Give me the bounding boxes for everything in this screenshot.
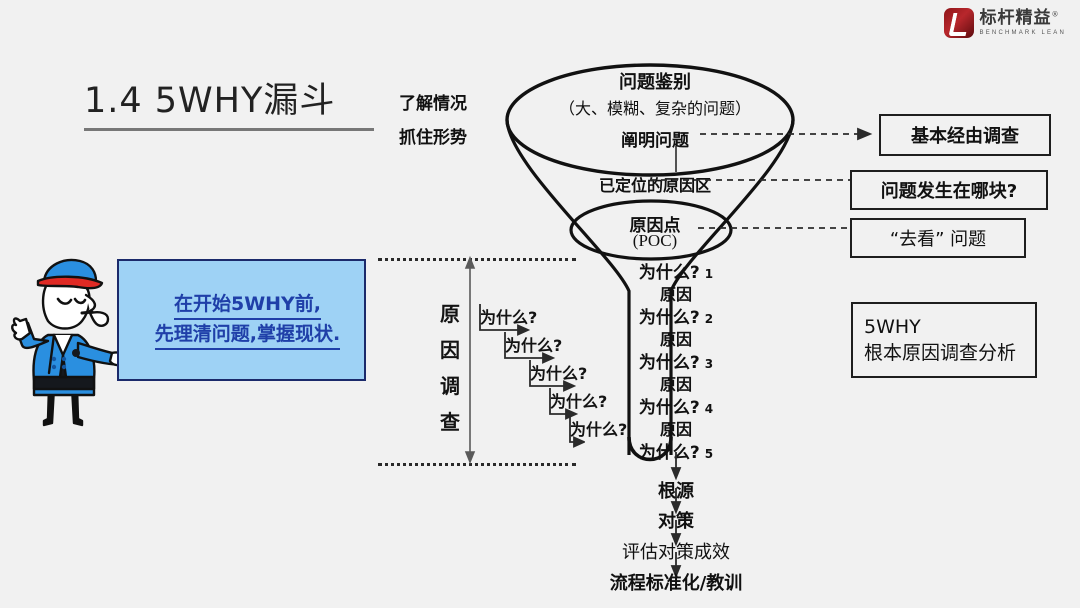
logo-wordmark: 标杆精益® BENCHMARK LEAN [979,8,1066,37]
funnel-why-label-3: 为什么? [638,353,700,373]
stair-why-3: 为什么? [530,364,588,383]
blue-callout-line1: 在开始5WHY前, [173,290,322,320]
funnel-poc-line1: 原因点 [629,216,681,236]
funnel-cause-row-2: 原因 [596,326,756,349]
clarify-connector [675,146,677,172]
detective-illustration [8,255,126,430]
funnel-top-subtitle: （大、模糊、复杂的问题） [558,99,751,118]
right-box-go-see-label: “去看” 问题 [889,229,987,250]
logo-english-name: BENCHMARK LEAN [979,30,1066,36]
funnel-note-line1: 了解情况 [399,94,467,114]
fivewhy-box-line2: 根本原因调查分析 [864,341,1017,364]
funnel-cause-zone-label: 已定位的原因区 [598,176,711,195]
funnel-cause-label-4: 原因 [659,419,692,439]
title-underline [84,128,374,131]
funnel-why-label-5: 为什么? [638,443,700,463]
funnel-why-number-4: 4 [704,402,714,416]
logo-chinese-name: 标杆精益® [979,8,1060,28]
funnel-why-label-1: 为什么? [638,263,700,283]
funnel-cause-row-4: 原因 [596,416,756,439]
funnel-cause-row-3: 原因 [596,371,756,394]
cause-investigation-arrows [464,255,585,465]
stair-why-1: 为什么? [480,308,538,327]
cause-label-char-2: 调 [440,374,460,398]
funnel-to-box-connectors [650,127,873,235]
brand-logo: 标杆精益® BENCHMARK LEAN [943,8,1066,38]
funnel-top-title: 问题鉴别 [619,72,691,93]
funnel-why-number-2: 2 [704,312,714,326]
chain-root-cause: 根源 [658,481,694,502]
funnel-why-row-2: 为什么? 2 [596,303,756,328]
funnel-why-label-2: 为什么? [638,308,700,328]
right-box-basic-investigation[interactable]: 基本经由调查 [879,114,1051,156]
funnel-why-row-4: 为什么? 4 [596,393,756,418]
stair-why-2: 为什么? [505,336,563,355]
stair-why-4: 为什么? [550,392,608,411]
funnel-poc-line2: (POC) [632,231,678,250]
cause-label-char-0: 原 [440,302,460,326]
page-title: 1.4 5WHY漏斗 [84,81,336,121]
funnel-cause-label-1: 原因 [659,284,692,304]
dotted-divider-bottom [378,463,576,466]
funnel-why-row-1: 为什么? 1 [596,258,756,283]
funnel-why-row-3: 为什么? 3 [596,348,756,373]
chain-standardize: 流程标准化/教训 [609,573,743,594]
funnel-why-chain: 为什么? 1 原因 为什么? 2 原因 为什么? 3 原因 为什么? 4 原因 为什么?… [596,258,756,463]
right-box-where-occurred[interactable]: 问题发生在哪块? [850,170,1048,210]
blue-callout-text: 在开始5WHY前, 先理清问题,掌握现状. [125,290,370,350]
dotted-divider-top [378,258,576,261]
funnel-shape [505,63,795,462]
cause-label-char-1: 因 [440,338,460,362]
right-box-basic-investigation-label: 基本经由调查 [911,126,1019,147]
funnel-why-number-3: 3 [704,357,714,371]
funnel-why-number-5: 5 [704,447,714,461]
funnel-cause-row-1: 原因 [596,281,756,304]
cause-investigation-label: 原 因 调 查 [437,296,463,440]
bottom-chain-arrows [670,452,682,579]
funnel-why-row-5: 为什么? 5 [596,438,756,463]
chain-evaluate: 评估对策成效 [622,542,730,563]
fivewhy-box-line1: 5WHY [864,315,921,338]
stair-why-5: 为什么? [570,420,628,439]
logo-mark-icon [943,8,974,38]
funnel-clarify-label: 阐明问题 [621,131,689,151]
cause-label-char-3: 查 [440,410,460,434]
funnel-cause-label-2: 原因 [659,329,692,349]
blue-callout-line2: 先理清问题,掌握现状. [154,320,341,350]
right-box-go-see[interactable]: “去看” 问题 [850,218,1026,258]
funnel-note-line2: 抓住形势 [399,128,467,148]
funnel-why-label-4: 为什么? [638,398,700,418]
blue-callout-box [117,259,366,381]
logo-registered-mark: ® [1051,10,1060,19]
right-box-fivewhy[interactable]: 5WHY 根本原因调查分析 [851,302,1037,378]
right-box-where-occurred-label: 问题发生在哪块? [880,181,1018,202]
funnel-why-number-1: 1 [704,267,714,281]
funnel-cause-label-3: 原因 [659,374,692,394]
chain-countermeasure: 对策 [658,511,694,532]
